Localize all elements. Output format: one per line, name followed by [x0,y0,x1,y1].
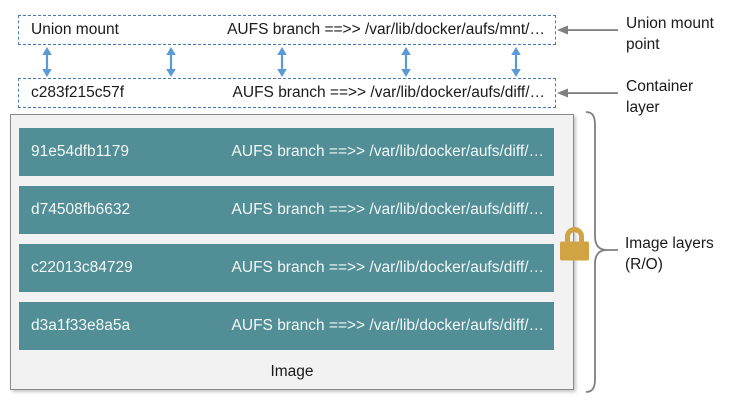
double-arrow-icon [511,47,521,77]
image-box: 91e54dfb1179 AUFS branch ==>> /var/lib/d… [10,114,574,390]
layer-id: d74508fb6632 [31,201,131,218]
container-layer-box: c283f215c57f AUFS branch ==>> /var/lib/d… [18,78,556,108]
image-layer-row: 91e54dfb1179 AUFS branch ==>> /var/lib/d… [19,128,554,176]
union-mount-box: Union mount AUFS branch ==>> /var/lib/do… [18,15,556,45]
left-arrow-icon [557,25,618,35]
layer-path: AUFS branch ==>> /var/lib/docker/aufs/di… [231,259,544,276]
lock-icon [560,227,589,261]
layer-path: AUFS branch ==>> /var/lib/docker/aufs/di… [231,201,544,218]
layer-id: 91e54dfb1179 [31,143,129,160]
double-arrow-icon [42,47,52,77]
container-layer-path: AUFS branch ==>> /var/lib/docker/aufs/di… [232,84,545,101]
image-layer-row: d3a1f33e8a5a AUFS branch ==>> /var/lib/d… [19,302,554,350]
double-arrow-icon [401,47,411,77]
curly-brace [585,111,618,393]
layer-path: AUFS branch ==>> /var/lib/docker/aufs/di… [231,143,544,160]
image-layer-row: c22013c84729 AUFS branch ==>> /var/lib/d… [19,244,554,292]
union-mount-point-label: Union mount point [626,15,714,53]
image-layers-label: Image layers (R/O) [625,235,714,273]
union-mount-path: AUFS branch ==>> /var/lib/docker/aufs/mn… [227,21,545,38]
layer-id: d3a1f33e8a5a [31,317,131,334]
container-layer-label: Container layer [626,78,694,116]
double-arrow-icon [166,47,176,77]
layer-id: c22013c84729 [31,259,133,276]
left-arrow-icon [557,88,618,98]
layer-path: AUFS branch ==>> /var/lib/docker/aufs/di… [231,317,544,334]
union-mount-label: Union mount [31,21,119,38]
double-arrow-icon [277,47,287,77]
image-caption: Image [270,363,314,380]
image-layer-row: d74508fb6632 AUFS branch ==>> /var/lib/d… [19,186,554,234]
container-layer-id: c283f215c57f [31,84,125,101]
